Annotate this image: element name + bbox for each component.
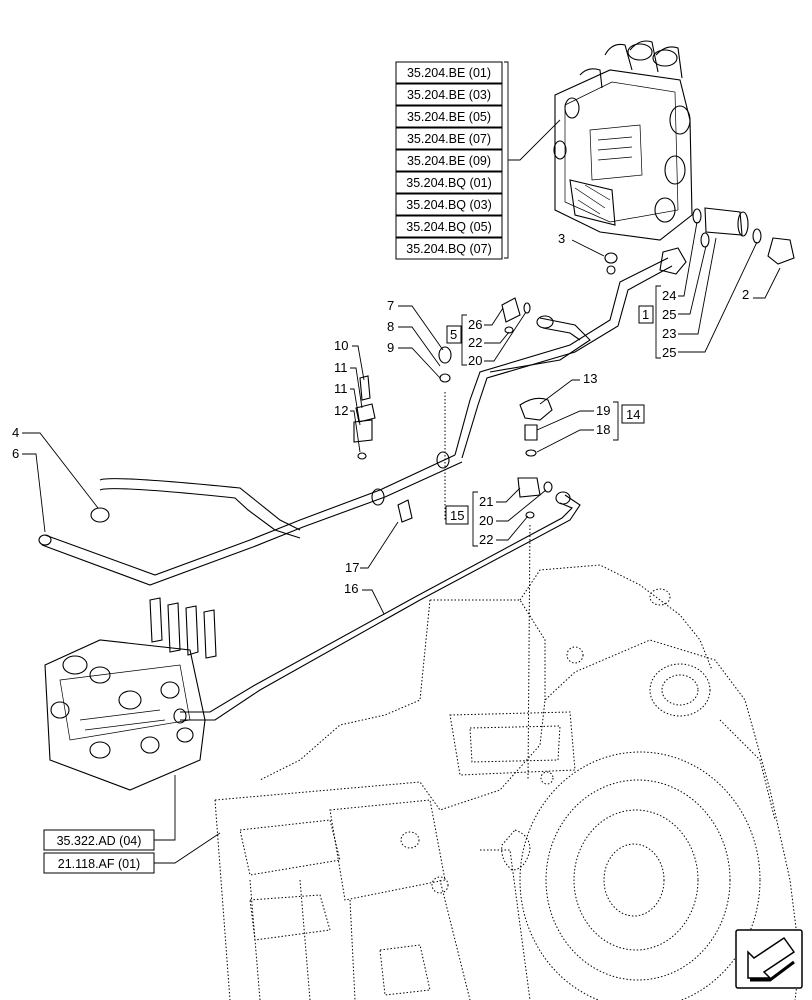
ref-21-118-af-01[interactable]: 21.118.AF (01) xyxy=(58,857,140,871)
callout-6: 6 xyxy=(12,446,19,461)
callout-22-bottom: 22 xyxy=(479,532,493,547)
ref-35-204-bq-03[interactable]: 35.204.BQ (03) xyxy=(406,198,491,212)
ref-35-322-ad-04[interactable]: 35.322.AD (04) xyxy=(57,834,142,848)
callout-12: 12 xyxy=(334,403,348,418)
ref-35-204-bq-05[interactable]: 35.204.BQ (05) xyxy=(406,220,491,234)
callout-5: 5 xyxy=(450,327,457,342)
remote-valve-assembly xyxy=(44,597,217,791)
group-1-box xyxy=(638,305,654,324)
callout-2: 2 xyxy=(742,287,749,302)
callout-15: 15 xyxy=(450,508,464,523)
reference-bottom: 35.322.AD (04) 21.118.AF (01) xyxy=(43,775,221,874)
callout-11b: 11 xyxy=(334,381,348,396)
callout-19: 19 xyxy=(596,403,610,418)
group-5-box xyxy=(446,325,462,344)
callout-3: 3 xyxy=(558,231,565,246)
ref-35-204-be-01[interactable]: 35.204.BE (01) xyxy=(407,66,491,80)
ref-35-204-be-05[interactable]: 35.204.BE (05) xyxy=(407,110,491,124)
callout-21: 21 xyxy=(479,494,493,509)
callout-1: 1 xyxy=(642,307,649,322)
callout-25b: 25 xyxy=(662,345,676,360)
callout-26: 26 xyxy=(468,317,482,332)
callout-20-bottom: 20 xyxy=(479,513,493,528)
arrow-icon[interactable] xyxy=(735,929,803,989)
callout-20-top: 20 xyxy=(468,353,482,368)
callout-13: 13 xyxy=(583,371,597,386)
callout-18: 18 xyxy=(596,422,610,437)
ref-35-204-be-03[interactable]: 35.204.BE (03) xyxy=(407,88,491,102)
control-valve-block xyxy=(553,40,693,241)
callout-7: 7 xyxy=(387,298,394,313)
callout-14: 14 xyxy=(626,407,640,422)
group-14-box xyxy=(621,404,645,424)
callout-17: 17 xyxy=(345,560,359,575)
right-fittings xyxy=(604,207,795,275)
callout-23: 23 xyxy=(662,326,676,341)
callout-9: 9 xyxy=(387,340,394,355)
callouts: 3 2 1 24 25 23 25 5 26 22 20 7 8 9 1 xyxy=(12,221,781,615)
callout-22-top: 22 xyxy=(468,335,482,350)
callout-16: 16 xyxy=(344,581,358,596)
hydraulic-lines xyxy=(38,257,673,724)
callout-4: 4 xyxy=(12,425,19,440)
ref-35-204-be-09[interactable]: 35.204.BE (09) xyxy=(407,154,491,168)
ref-35-204-bq-07[interactable]: 35.204.BQ (07) xyxy=(406,242,491,256)
callout-10: 10 xyxy=(334,338,348,353)
callout-11a: 11 xyxy=(334,360,348,375)
group-15-box xyxy=(445,505,469,525)
callout-24: 24 xyxy=(662,288,676,303)
callout-25a: 25 xyxy=(662,307,676,322)
transmission-housing xyxy=(214,564,801,1000)
callout-8: 8 xyxy=(387,319,394,334)
ref-35-204-be-07[interactable]: 35.204.BE (07) xyxy=(407,132,491,146)
ref-35-204-bq-01[interactable]: 35.204.BQ (01) xyxy=(406,176,491,190)
reference-stack: 35.204.BE (01) 35.204.BE (03) 35.204.BE … xyxy=(395,61,561,260)
